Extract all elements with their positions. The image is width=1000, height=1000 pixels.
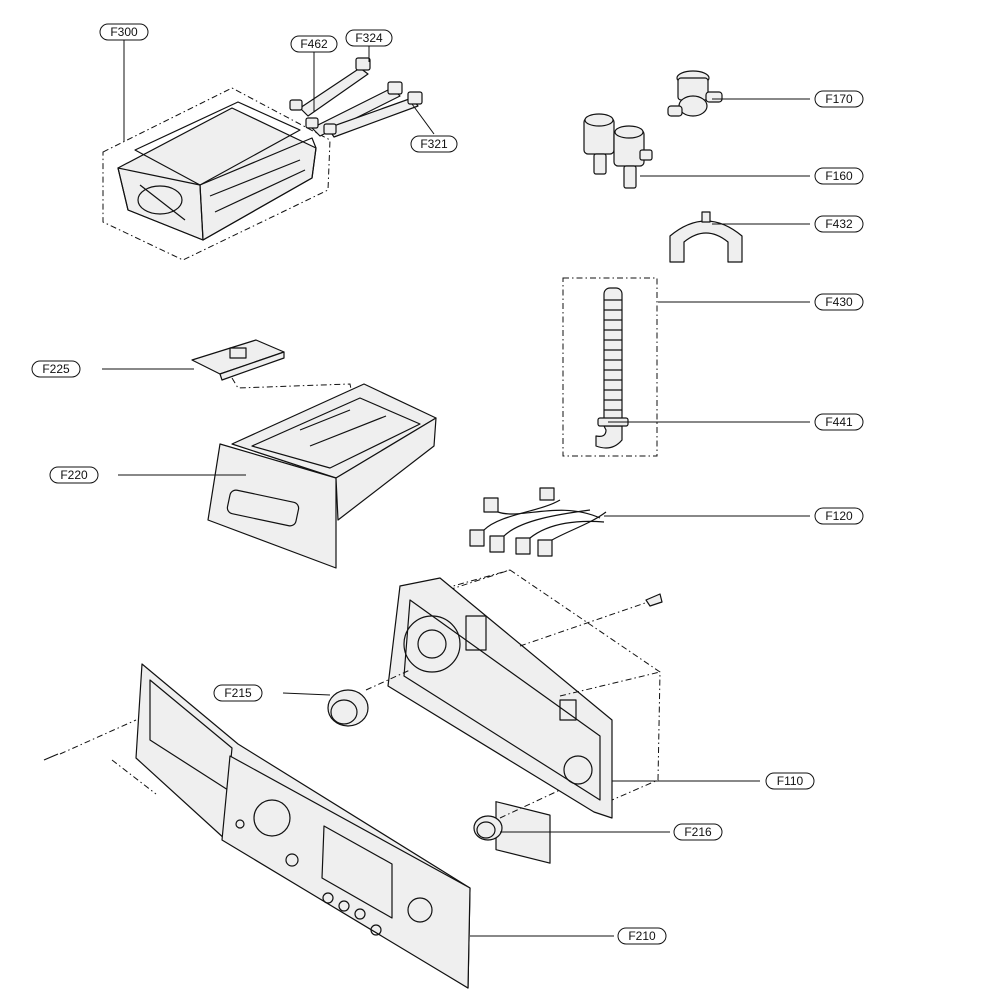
callout-label-F210: F210 [628,929,656,943]
leader-lines [102,40,810,937]
callout-F321: F321 [410,135,458,153]
callout-F225: F225 [31,360,81,378]
callout-F432: F432 [814,215,864,233]
callout-label-F110: F110 [777,774,804,788]
callout-label-F225: F225 [42,362,70,376]
callout-label-F300: F300 [110,25,138,39]
callout-label-F432: F432 [825,217,853,231]
callout-F300: F300 [99,23,149,41]
callout-label-F441: F441 [825,415,853,429]
callout-F160: F160 [814,167,864,185]
part-dispenser-housing [102,87,331,261]
part-knob-right [473,789,561,841]
part-dispenser-drawer [207,383,437,569]
callout-label-F120: F120 [825,509,853,523]
part-wiring-harness [469,487,607,557]
callout-F110: F110 [765,772,815,790]
callout-F210: F210 [617,927,667,945]
part-knob-left [327,669,411,727]
callout-F170: F170 [814,90,864,108]
callout-label-F220: F220 [60,468,88,482]
callout-label-F324: F324 [355,31,383,45]
callout-F220: F220 [49,466,99,484]
part-water-valve-double [583,113,653,189]
part-hose-guide [669,211,743,263]
part-front-panel [43,663,471,989]
callout-label-F170: F170 [825,92,853,106]
callout-label-F215: F215 [224,686,252,700]
callout-F215: F215 [213,684,263,702]
callout-F324: F324 [345,29,393,47]
callout-label-F160: F160 [825,169,853,183]
callout-label-F321: F321 [420,137,448,151]
hose-ribs [604,299,622,411]
callout-F430: F430 [814,293,864,311]
part-control-frame [387,569,663,864]
callout-F462: F462 [290,35,338,53]
part-water-valve-single [667,70,723,117]
part-dispenser-cap [191,339,353,395]
callout-label-F462: F462 [300,37,328,51]
part-inlet-hoses [289,57,423,138]
callout-F216: F216 [673,823,723,841]
part-drain-hose [562,277,658,457]
callout-label-F430: F430 [825,295,853,309]
callout-label-F216: F216 [684,825,712,839]
callout-F441: F441 [814,413,864,431]
callout-F120: F120 [814,507,864,525]
